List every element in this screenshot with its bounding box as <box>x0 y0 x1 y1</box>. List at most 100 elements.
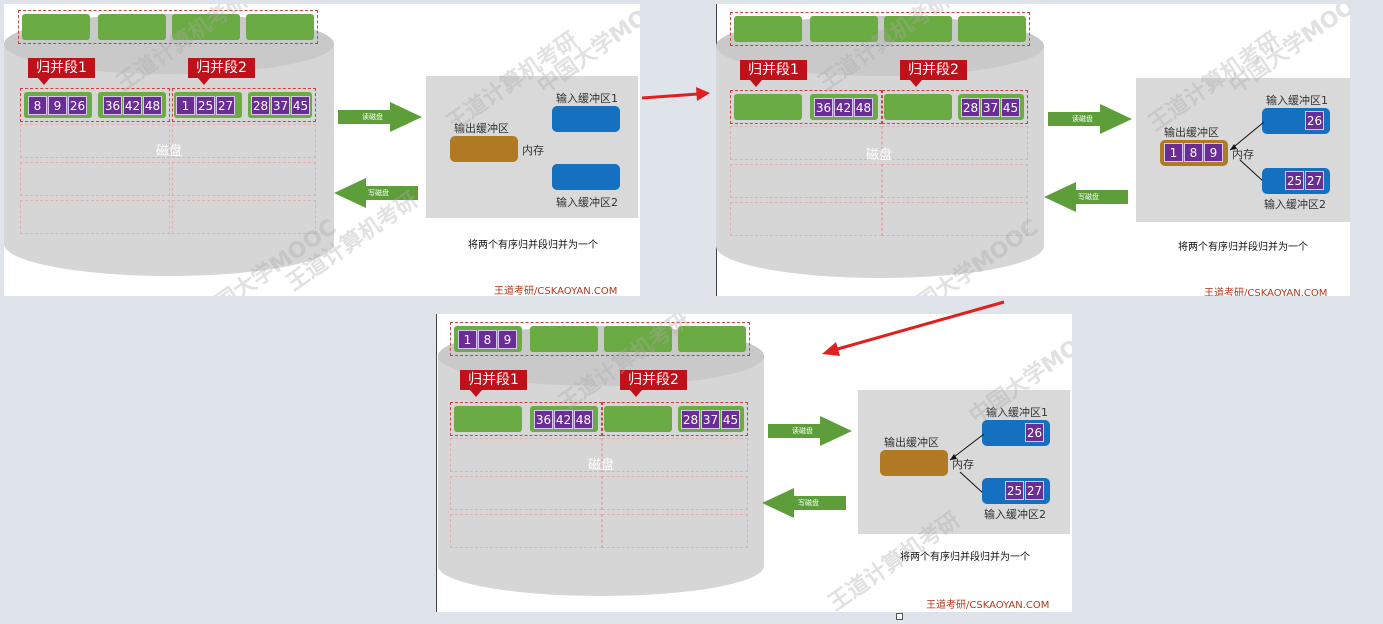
record: 25 <box>1285 171 1304 190</box>
record: 28 <box>681 410 700 429</box>
input-buffer2-label: 输入缓冲区2 <box>984 508 1046 521</box>
top-block <box>734 16 802 42</box>
top-buffer-row <box>450 322 750 356</box>
empty-disk-row <box>20 200 170 234</box>
record: 42 <box>554 410 573 429</box>
write-disk-arrow <box>1044 182 1128 212</box>
record: 26 <box>1025 423 1044 442</box>
empty-disk-row <box>882 164 1028 198</box>
record: 45 <box>1001 98 1020 117</box>
empty-disk-row <box>730 126 882 160</box>
record: 36 <box>103 96 122 115</box>
record: 42 <box>834 98 853 117</box>
record: 9 <box>1204 143 1223 162</box>
record: 42 <box>123 96 142 115</box>
empty-disk-row <box>730 164 882 198</box>
empty-disk-row <box>882 126 1028 160</box>
brand-footer: 王道考研/CSKAOYAN.COM <box>494 286 618 296</box>
top-buffer-row <box>730 12 1030 46</box>
read-disk-arrow <box>768 416 852 446</box>
write-disk-label: 写磁盘 <box>368 189 389 197</box>
brand-footer: 王道考研/CSKAOYAN.COM <box>1204 288 1328 296</box>
top-block <box>22 14 90 40</box>
read-disk-label: 读磁盘 <box>792 427 813 435</box>
segment2-label: 归并段2 <box>188 58 255 85</box>
transition-arrow-1 <box>641 87 710 101</box>
top-buffer-row <box>18 10 318 44</box>
record: 25 <box>1005 481 1024 500</box>
record: 37 <box>981 98 1000 117</box>
record: 48 <box>143 96 162 115</box>
record: 45 <box>291 96 310 115</box>
read-disk-label: 读磁盘 <box>1072 115 1093 123</box>
segment2-area <box>172 88 316 122</box>
empty-disk-row <box>730 202 882 236</box>
caption: 将两个有序归并段归并为一个 <box>468 240 598 251</box>
empty-disk-row <box>450 476 602 510</box>
record: 36 <box>534 410 553 429</box>
output-buffer <box>880 450 948 476</box>
segment1-area <box>450 402 602 436</box>
record: 26 <box>68 96 87 115</box>
record: 37 <box>271 96 290 115</box>
input-buffer1-label: 输入缓冲区1 <box>1266 94 1328 107</box>
top-block <box>958 16 1026 42</box>
record: 27 <box>1305 171 1324 190</box>
input-buffer2-label: 输入缓冲区2 <box>556 196 618 209</box>
empty-disk-row <box>602 438 748 472</box>
output-buffer <box>450 136 518 162</box>
record: 45 <box>721 410 740 429</box>
top-block <box>246 14 314 40</box>
input-buffer1-label: 输入缓冲区1 <box>986 406 1048 419</box>
write-disk-label: 写磁盘 <box>798 499 819 507</box>
merge-arrows <box>1229 121 1265 183</box>
read-disk-arrow <box>1048 104 1132 134</box>
record: 8 <box>28 96 47 115</box>
record: 28 <box>961 98 980 117</box>
empty-disk-row <box>450 514 602 548</box>
record: 48 <box>574 410 593 429</box>
read-disk-arrow <box>338 102 422 132</box>
write-disk-arrow <box>762 488 846 518</box>
write-disk-arrow <box>334 178 418 208</box>
record: 28 <box>251 96 270 115</box>
empty-disk-row <box>20 124 170 158</box>
panel-divider <box>436 314 437 612</box>
segment2-block <box>884 94 952 120</box>
record: 37 <box>701 410 720 429</box>
caption: 将两个有序归并段归并为一个 <box>900 552 1030 563</box>
segment1-area <box>20 88 170 122</box>
segment1-block <box>454 406 522 432</box>
input-buffer2 <box>552 164 620 190</box>
empty-disk-row <box>602 476 748 510</box>
empty-disk-row <box>882 202 1028 236</box>
empty-disk-row <box>172 162 316 196</box>
empty-disk-row <box>172 124 316 158</box>
empty-disk-row <box>450 438 602 472</box>
record: 26 <box>1305 111 1324 130</box>
record: 8 <box>478 330 497 349</box>
output-buffer-label: 输出缓冲区 <box>454 122 509 135</box>
input-buffer1 <box>552 106 620 132</box>
panel-1: 归并段1 归并段2 8 9 26 36 42 48 1 25 27 28 37 … <box>4 4 640 296</box>
record: 8 <box>1184 143 1203 162</box>
disk-label: 磁盘 <box>866 148 893 163</box>
output-buffer-label: 输出缓冲区 <box>884 436 939 449</box>
top-block <box>810 16 878 42</box>
read-disk-label: 读磁盘 <box>362 113 383 121</box>
record: 36 <box>814 98 833 117</box>
empty-disk-row <box>20 162 170 196</box>
top-block <box>604 326 672 352</box>
panel-3: 1 8 9 归并段1 归并段2 36 42 48 28 37 45 磁盘 读磁盘… <box>436 314 1072 612</box>
segment2-block <box>604 406 672 432</box>
selection-handle[interactable] <box>896 613 903 620</box>
record: 27 <box>1025 481 1044 500</box>
segment2-area <box>882 90 1028 124</box>
record: 1 <box>176 96 195 115</box>
panel-2: 归并段1 归并段2 36 42 48 28 37 45 磁盘 读磁盘 写磁盘 输… <box>716 4 1350 296</box>
segment2-area <box>602 402 748 436</box>
record: 9 <box>48 96 67 115</box>
empty-disk-row <box>602 514 748 548</box>
record: 1 <box>458 330 477 349</box>
top-block <box>98 14 166 40</box>
